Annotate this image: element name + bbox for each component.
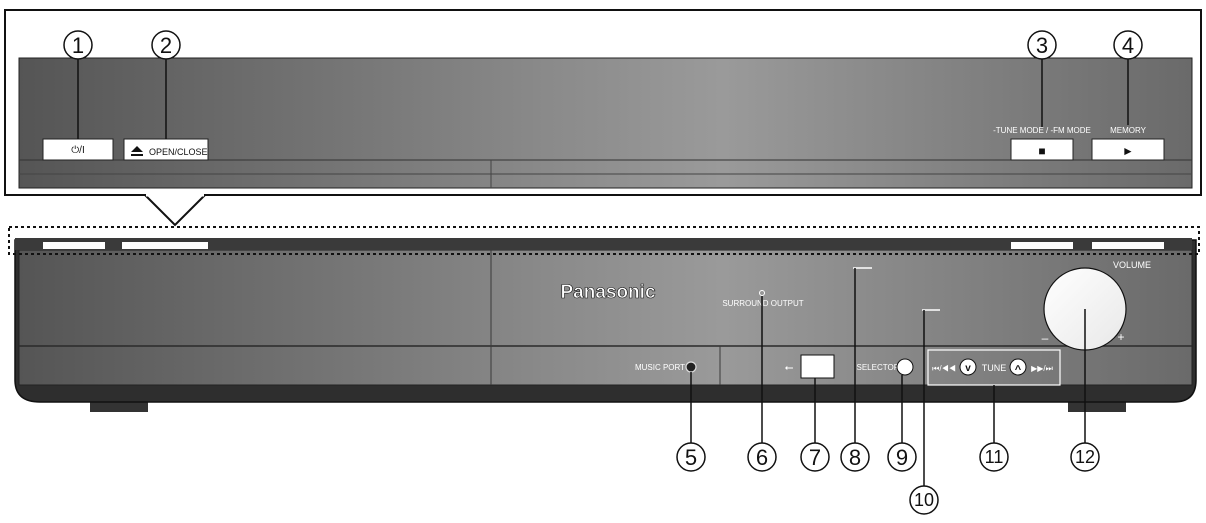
selector-button[interactable] (896, 358, 914, 376)
tune-down-button[interactable] (959, 358, 977, 376)
callout-3: 3 (1027, 30, 1057, 127)
volume-label: VOLUME (1113, 260, 1151, 270)
stop-button[interactable]: ■ (1010, 138, 1074, 161)
play-button[interactable]: ► (1091, 138, 1165, 161)
svg-text:4: 4 (1122, 33, 1134, 58)
callout-1: 1 (63, 30, 93, 139)
tune-fm-mode-label: -TUNE MODE / -FM MODE (993, 126, 1091, 135)
tune-up-icon: ^ (1015, 364, 1022, 376)
svg-text:11: 11 (985, 447, 1004, 467)
svg-text:9: 9 (896, 445, 908, 470)
music-port-jack[interactable] (685, 361, 697, 373)
skip-forward-label[interactable]: ▶▶/⏭ (1031, 364, 1053, 373)
callout-12: 12 (1070, 309, 1100, 472)
svg-text:2: 2 (160, 33, 172, 58)
svg-text:12: 12 (1075, 447, 1095, 467)
svg-text:7: 7 (809, 445, 821, 470)
eject-icon (131, 146, 143, 156)
svg-text:3: 3 (1036, 33, 1048, 58)
callout-4: 4 (1113, 30, 1143, 125)
tune-up-button[interactable] (1009, 358, 1027, 376)
power-button[interactable]: ⏻/I (42, 138, 114, 161)
usb-port[interactable] (800, 354, 835, 379)
callout-7: 7 (800, 378, 830, 472)
memory-label: MEMORY (1110, 126, 1147, 135)
music-port-label: MUSIC PORT (635, 363, 685, 372)
surround-output-label: SURROUND OUTPUT (722, 299, 803, 308)
selector-label: SELECTOR (857, 363, 900, 372)
play-icon: ► (1122, 144, 1134, 158)
volume-plus: + (1117, 330, 1124, 344)
brand-logo: Panasonic (560, 282, 655, 303)
usb-icon: ⭠ (785, 362, 794, 374)
stop-icon: ■ (1038, 144, 1045, 158)
zoom-panel (4, 9, 1202, 227)
callout-8: 8 (840, 268, 870, 472)
callout-5: 5 (676, 372, 706, 472)
svg-text:5: 5 (685, 445, 697, 470)
callout-11: 11 (979, 385, 1009, 472)
callout-2: 2 (151, 30, 181, 139)
svg-text:8: 8 (849, 445, 861, 470)
main-unit (8, 226, 1200, 412)
svg-text:10: 10 (914, 490, 934, 510)
volume-minus: – (1042, 331, 1049, 345)
skip-back-label[interactable]: ⏮/◀◀ (932, 364, 956, 373)
callout-6: 6 (747, 296, 777, 472)
svg-text:6: 6 (756, 445, 768, 470)
svg-text:1: 1 (72, 33, 84, 58)
callout-10: 10 (909, 310, 939, 515)
power-icon: ⏻/I (71, 145, 84, 156)
open-close-label: OPEN/CLOSE (149, 147, 208, 157)
open-close-button[interactable]: OPEN/CLOSE (123, 138, 209, 161)
tune-down-icon: v (965, 363, 971, 374)
surround-indicator (759, 290, 765, 296)
tune-label: TUNE (982, 363, 1007, 373)
callout-9: 9 (887, 375, 917, 472)
